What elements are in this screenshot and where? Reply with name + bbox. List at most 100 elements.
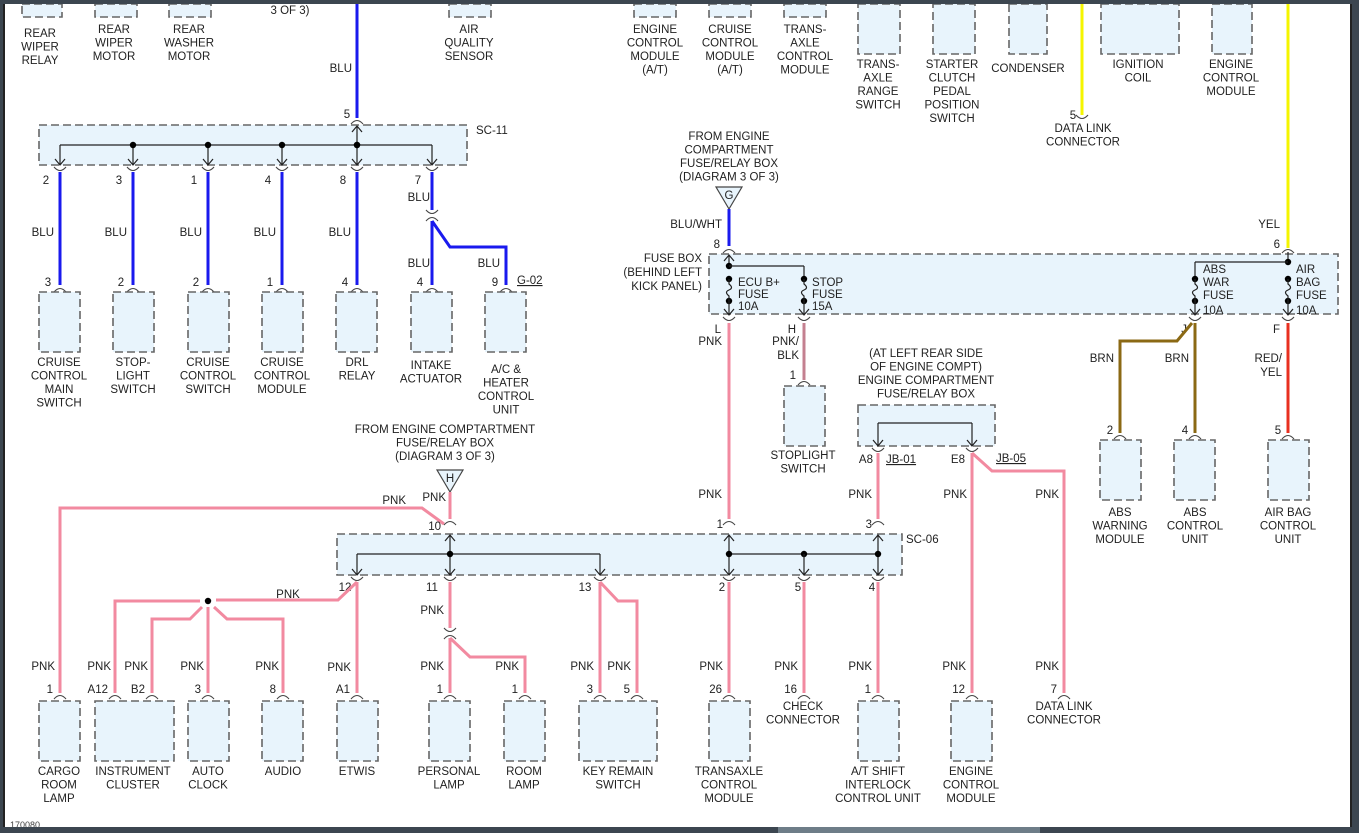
pin-connector bbox=[350, 166, 364, 172]
wire-color-label: BRN bbox=[1090, 353, 1114, 365]
instrument-cluster-label: INSTRUMENT bbox=[95, 766, 170, 778]
wire-color-label: BLU bbox=[478, 258, 500, 270]
fuse-box-source-label: (DIAGRAM 3 OF 3) bbox=[679, 172, 779, 184]
wiring-diagram: REARWIPERRELAYREARWIPERMOTORREARWASHERMO… bbox=[21, 4, 1339, 805]
personal-lamp-box bbox=[428, 700, 471, 762]
wire-color-label: BLU/WHT bbox=[670, 219, 722, 231]
wire-color-label: BRN bbox=[1165, 353, 1189, 365]
component-label: UNIT bbox=[1182, 534, 1209, 546]
check-connector-label: CONNECTOR bbox=[766, 715, 840, 727]
pin-number: 5 bbox=[1275, 425, 1281, 437]
pin-number: A12 bbox=[88, 684, 108, 696]
component-box bbox=[112, 291, 155, 353]
scroll-thumb[interactable] bbox=[778, 827, 1040, 833]
key-remain-switch-box bbox=[578, 700, 658, 762]
audio-box bbox=[261, 700, 304, 762]
pin-connector bbox=[1188, 434, 1202, 440]
component-label: INTAKE bbox=[411, 360, 452, 372]
pin-connector bbox=[443, 520, 457, 526]
pin-connector bbox=[425, 287, 439, 293]
wire-color-label: BLU bbox=[330, 63, 352, 75]
pin-number: 4 bbox=[265, 175, 272, 187]
key-remain-switch-pin bbox=[630, 694, 644, 700]
pin-connector bbox=[126, 287, 140, 293]
scroll-track-right[interactable] bbox=[1043, 827, 1359, 833]
wire-color-label: PNK bbox=[1035, 661, 1059, 673]
wire-audio bbox=[212, 605, 285, 693]
scroll-track-left[interactable] bbox=[0, 827, 588, 833]
engine-control-module-label: CONTROL bbox=[943, 780, 1000, 792]
cruise-control-module-at-label: CONTROL bbox=[702, 38, 759, 50]
wire-color-label: PNK bbox=[1035, 489, 1059, 501]
arrow-down-icon bbox=[202, 158, 214, 166]
wire-color-label: BLU bbox=[329, 227, 351, 239]
pin-connector bbox=[1113, 434, 1127, 440]
rear-wiper-relay-label: WIPER bbox=[21, 42, 59, 54]
pin-connector bbox=[871, 520, 885, 526]
pin-number: 4 bbox=[1182, 425, 1189, 437]
pin-connector bbox=[201, 166, 215, 172]
wire-color-label: PNK bbox=[422, 492, 446, 504]
component-label: ACTUATOR bbox=[400, 374, 462, 386]
component-box bbox=[261, 291, 304, 353]
scroll-track-mid[interactable] bbox=[590, 827, 775, 833]
arrow-down-icon bbox=[1189, 308, 1201, 316]
condenser-box bbox=[1008, 4, 1048, 55]
ac-heater-control-unit-box bbox=[484, 291, 527, 353]
component-label: CONTROL bbox=[254, 371, 311, 383]
fuse-abs-rating: 10A bbox=[1203, 305, 1224, 317]
pin-connector bbox=[443, 627, 457, 633]
data-link-connector-top-label: CONNECTOR bbox=[1046, 137, 1120, 149]
pin-number: 26 bbox=[709, 684, 722, 696]
component-label: CRUISE bbox=[260, 357, 304, 369]
wire-color-label: PNK bbox=[698, 489, 722, 501]
data-link-connector-label: DATA LINK bbox=[1035, 701, 1092, 713]
engine-control-module-top-label: MODULE bbox=[1206, 86, 1256, 98]
component-label: UNIT bbox=[1275, 534, 1302, 546]
starter-clutch-pedal-position-switch-label: STARTER bbox=[926, 59, 979, 71]
check-connector-pin bbox=[797, 694, 811, 700]
component-box bbox=[38, 291, 81, 353]
pin-number: 2 bbox=[193, 277, 199, 289]
pin-connector bbox=[1281, 248, 1295, 254]
wire-color-label: PNK bbox=[31, 661, 55, 673]
arrow-down-icon bbox=[723, 568, 735, 576]
engine-control-module-label: MODULE bbox=[946, 793, 996, 805]
instrument-cluster-pin bbox=[108, 694, 122, 700]
pin-number: 1 bbox=[191, 175, 197, 187]
at-shift-interlock-control-unit-pin bbox=[871, 694, 885, 700]
component-box bbox=[410, 291, 453, 353]
engine-control-module-at-box bbox=[633, 4, 677, 18]
cargo-room-lamp-label: ROOM bbox=[41, 780, 77, 792]
instrument-cluster-label: CLUSTER bbox=[106, 780, 160, 792]
fuse-stop-label: STOP bbox=[812, 277, 843, 289]
pin-connector bbox=[593, 576, 607, 582]
component-label: MODULE bbox=[1095, 534, 1145, 546]
rear-wiper-motor-label: WIPER bbox=[95, 38, 133, 50]
wire-color-label: PNK bbox=[698, 336, 722, 348]
starter-clutch-pedal-position-switch-label: CLUTCH bbox=[929, 73, 976, 85]
sc06-source-label: (DIAGRAM 3 OF 3) bbox=[395, 451, 495, 463]
pin-letter: F bbox=[1273, 324, 1280, 336]
arrow-down-icon bbox=[351, 158, 363, 166]
room-lamp-box bbox=[503, 700, 546, 762]
pin-connector bbox=[499, 287, 513, 293]
bottom-scrollbar[interactable] bbox=[0, 827, 1359, 833]
transaxle-control-module-top-label: AXLE bbox=[790, 38, 820, 50]
engine-control-module-at-label: ENGINE bbox=[633, 24, 677, 36]
connector-letter: H bbox=[446, 473, 454, 485]
pin-number: 8 bbox=[340, 175, 346, 187]
fuse-icon bbox=[1284, 279, 1292, 301]
etwis-box bbox=[336, 700, 379, 762]
rear-wiper-motor-label: MOTOR bbox=[93, 51, 136, 63]
pin-number: 5 bbox=[624, 684, 630, 696]
pin-number: B2 bbox=[131, 684, 145, 696]
pin-connector bbox=[425, 216, 439, 222]
transaxle-range-switch-label: TRANS- bbox=[857, 59, 900, 71]
component-label: CONTROL bbox=[1260, 521, 1317, 533]
transaxle-control-module-top-box bbox=[783, 4, 827, 18]
splice-dot bbox=[446, 550, 454, 558]
component-box bbox=[1099, 439, 1142, 501]
